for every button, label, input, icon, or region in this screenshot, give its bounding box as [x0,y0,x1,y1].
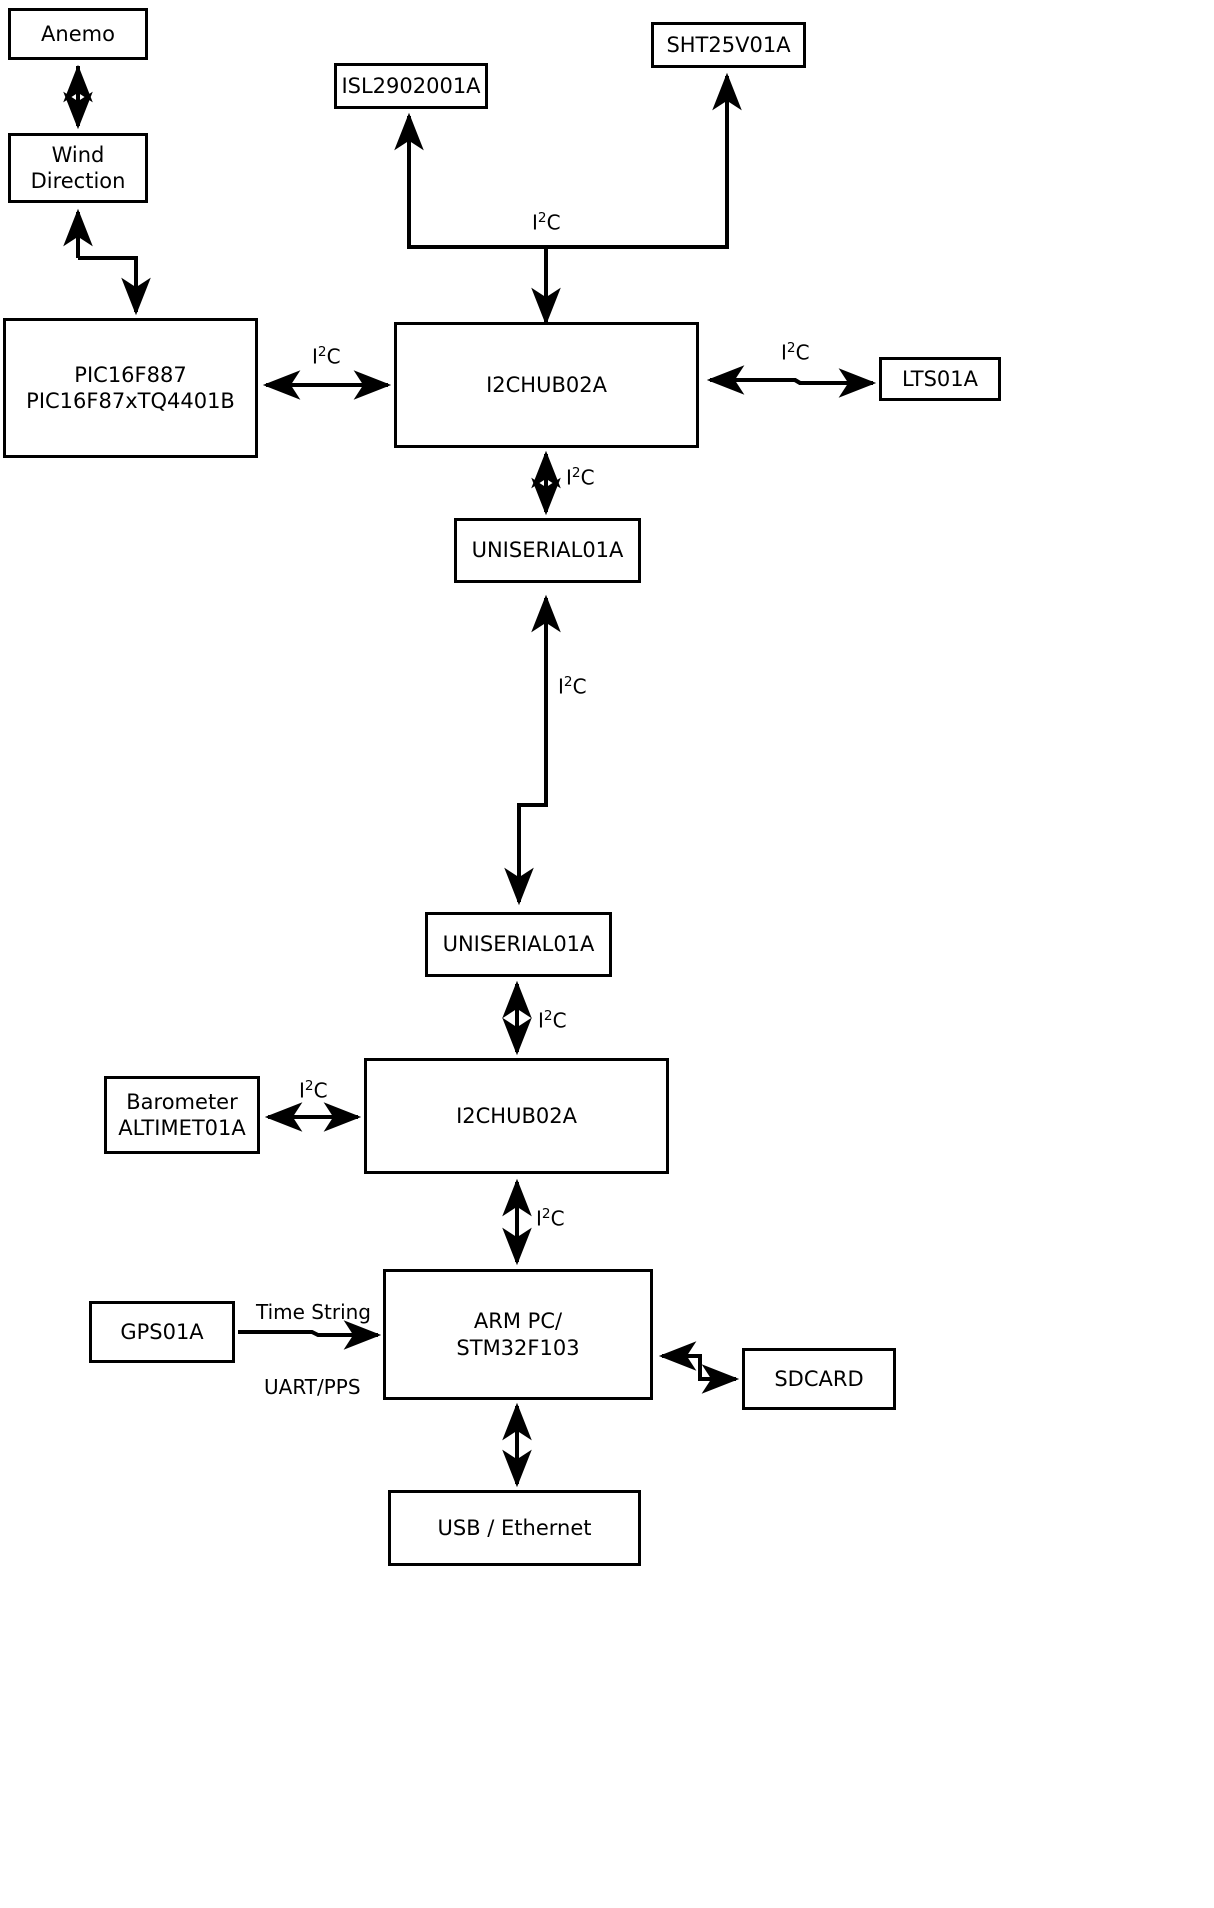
node-wind-direction[interactable]: Wind Direction [8,133,148,203]
edge-label-i2c-hub-lts: I2C [781,340,810,365]
node-sdcard[interactable]: SDCARD [742,1348,896,1410]
edge-label-i2c-hub-arm: I2C [536,1206,565,1231]
wire-sdcard-to-arm [658,1341,702,1379]
edge-label-i2c-pic-hub: I2C [312,344,341,369]
edge-label-i2c-uniserial-hub: I2C [538,1008,567,1033]
wire-hub-to-lts [710,368,877,398]
node-arm-pc-stm32f103[interactable]: ARM PC/ STM32F103 [383,1269,653,1400]
node-anemo[interactable]: Anemo [8,8,148,60]
node-gps01a[interactable]: GPS01A [89,1301,235,1363]
wire-gps-to-arm [238,1320,382,1350]
wire-arm-to-sdcard [662,1354,740,1394]
node-i2chub02a-top[interactable]: I2CHUB02A [394,322,699,448]
node-usb-ethernet[interactable]: USB / Ethernet [388,1490,641,1566]
node-uniserial01a-bottom[interactable]: UNISERIAL01A [425,912,612,977]
edge-label-i2c-barometer-hub: I2C [299,1078,328,1103]
wire-unitop-to-unibot [504,598,548,906]
wire-wind-to-pic [78,256,151,316]
edge-label-uart-pps: UART/PPS [264,1375,361,1399]
node-lts01a[interactable]: LTS01A [879,357,1001,401]
node-isl2902001a[interactable]: ISL2902001A [334,63,488,109]
node-i2chub02a-bottom[interactable]: I2CHUB02A [364,1058,669,1174]
edge-label-i2c-hub-uniserial: I2C [566,465,595,490]
wire-lts-to-hub [706,365,873,395]
node-pic16f887[interactable]: PIC16F887 PIC16F87xTQ4401B [3,318,258,458]
edge-label-i2c-hub-sensors: I2C [532,210,561,235]
edge-label-i2c-uniserial-uniserial: I2C [558,674,587,699]
edge-label-time-string: Time String [256,1300,371,1324]
node-sht25v01a[interactable]: SHT25V01A [651,22,806,68]
node-barometer-altimet01a[interactable]: Barometer ALTIMET01A [104,1076,260,1154]
wire-unibot-to-unitop [519,594,561,807]
node-uniserial01a-top[interactable]: UNISERIAL01A [454,518,641,583]
